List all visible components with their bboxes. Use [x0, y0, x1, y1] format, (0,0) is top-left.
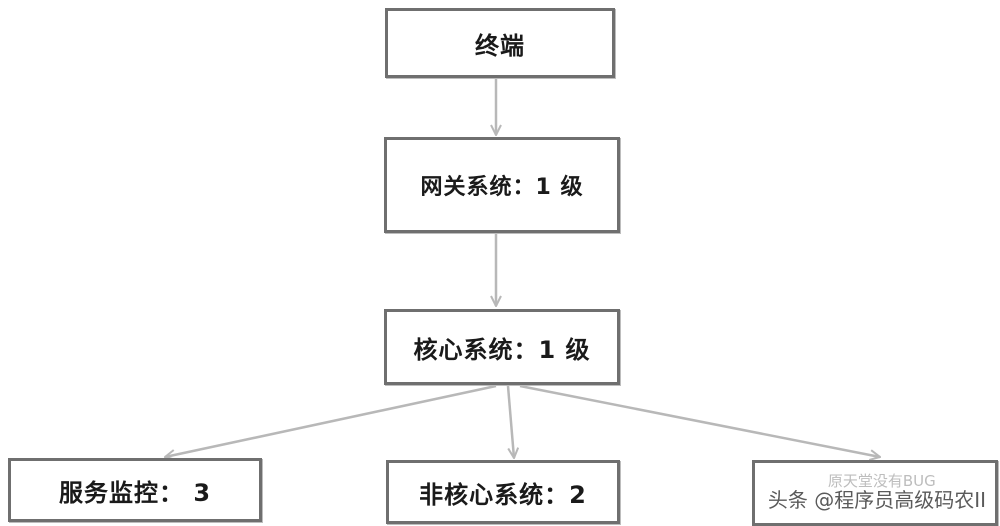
- node-non-core-system: 非核心系统：2: [386, 460, 620, 524]
- node-partially-covered: [752, 460, 998, 526]
- node-terminal: 终端: [385, 8, 615, 78]
- edge-core-to-partial: [519, 384, 880, 457]
- node-service-monitor: 服务监控： 3: [8, 458, 262, 522]
- node-terminal-label: 终端: [475, 31, 525, 60]
- watermark-line-2: 头条 @程序员高级码农II: [767, 487, 986, 512]
- node-non-core-system-label: 非核心系统：2: [419, 480, 587, 509]
- node-service-monitor-label: 服务监控： 3: [58, 478, 212, 507]
- edge-core-to-noncore: [506, 385, 514, 458]
- node-core-system: 核心系统：1 级: [384, 309, 620, 385]
- node-gateway-system-label: 网关系统：1 级: [420, 175, 584, 200]
- watermark: 原天堂没有BUG 头条 @程序员高级码农II: [767, 472, 986, 512]
- node-gateway-system: 网关系统：1 级: [384, 137, 620, 233]
- node-core-system-label: 核心系统：1 级: [413, 335, 591, 364]
- watermark-line-1: 原天堂没有BUG: [827, 472, 936, 490]
- edge-core-to-monitor: [165, 384, 497, 457]
